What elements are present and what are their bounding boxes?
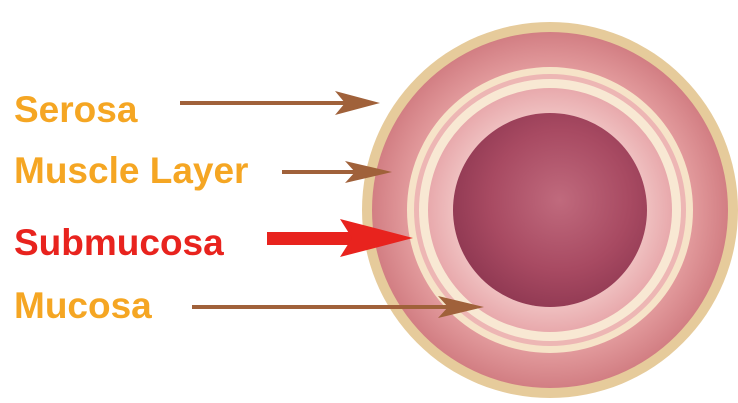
arrow-serosa: [180, 91, 380, 115]
label-serosa: Serosa: [14, 89, 138, 130]
label-submucosa: Submucosa: [14, 222, 224, 263]
lumen: [453, 113, 647, 307]
label-muscle-layer: Muscle Layer: [14, 150, 248, 191]
label-mucosa: Mucosa: [14, 285, 152, 326]
